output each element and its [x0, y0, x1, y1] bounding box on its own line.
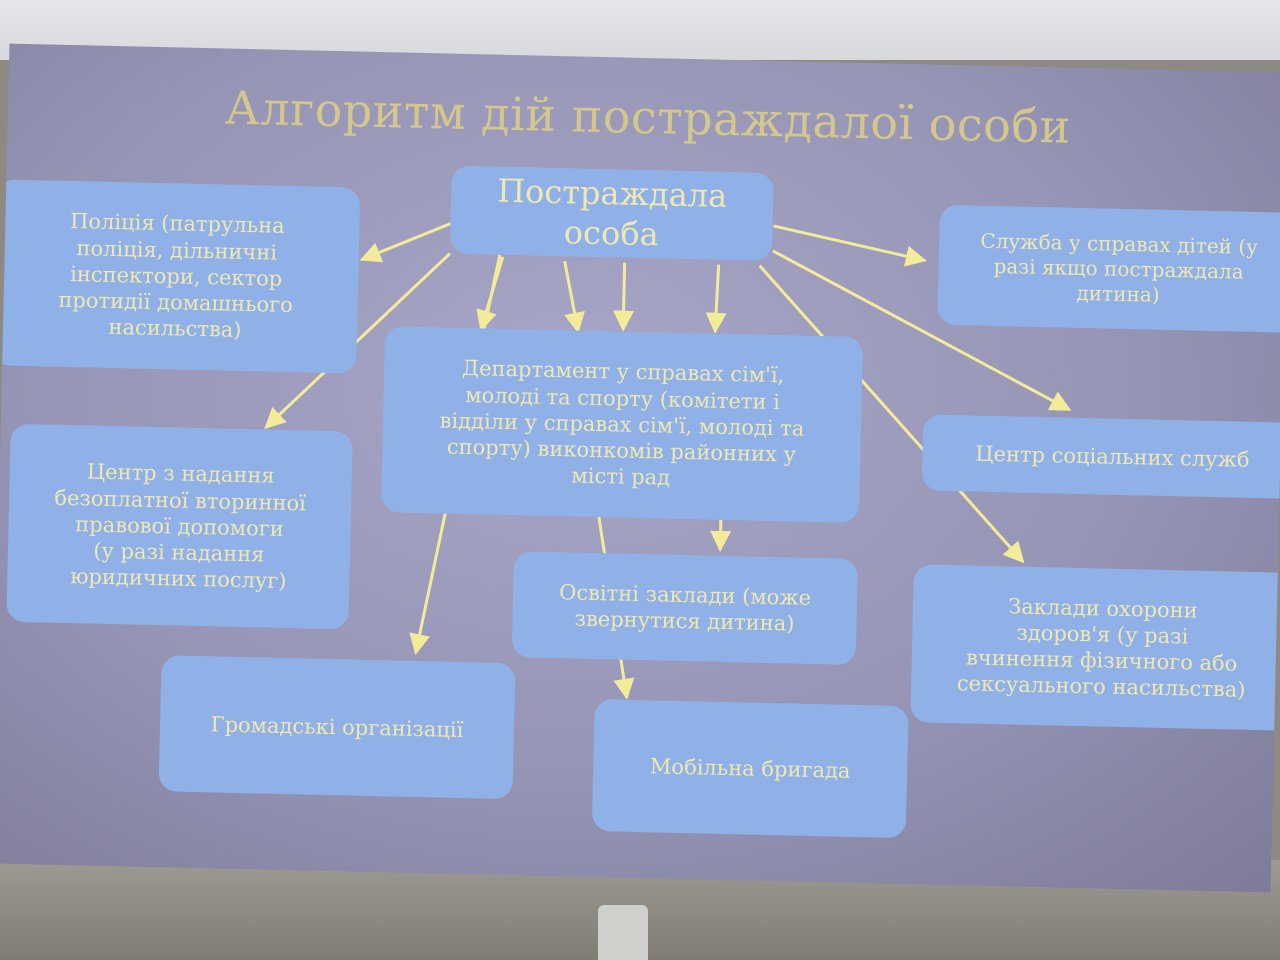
police-label: Поліція (патрульна поліція, дільничні ін…	[58, 209, 294, 343]
child-service-box: Служба у справах дітей (у разі якщо пост…	[937, 204, 1280, 333]
arrow-to-department-4	[705, 264, 727, 334]
education-label: Освітні заклади (може звернутися дитина)	[558, 579, 812, 636]
arrow-to-department-3	[613, 262, 635, 332]
health-box: Заклади охорони здоров'я (у разі вчиненн…	[910, 564, 1280, 731]
projected-slide: Алгоритм дій постраждалої особи Постражд…	[0, 43, 1280, 893]
victim-box: Постраждала особа	[449, 165, 774, 261]
legal-aid-label: Центр з надання безоплатної вторинної пр…	[54, 459, 307, 594]
police-box: Поліція (патрульна поліція, дільничні ін…	[0, 179, 361, 374]
education-box: Освітні заклади (може звернутися дитина)	[511, 551, 858, 665]
victim-label: Постраждала особа	[496, 171, 728, 254]
ngo-label: Громадські організації	[210, 712, 464, 742]
mobile-team-label: Мобільна бригада	[649, 754, 851, 783]
social-center-label: Центр соціальних служб	[974, 441, 1250, 472]
department-box: Департамент у справах сім'ї, молоді та с…	[380, 326, 864, 523]
health-label: Заклади охорони здоров'я (у разі вчиненн…	[956, 593, 1246, 703]
projector-mount	[598, 905, 648, 960]
mobile-team-box: Мобільна бригада	[591, 699, 909, 839]
arrow-to-department-2	[563, 260, 585, 334]
department-label: Департамент у справах сім'ї, молоді та с…	[439, 356, 805, 491]
arrow-to-health	[758, 264, 1025, 564]
ngo-box: Громадські організації	[158, 655, 516, 800]
arrow-to-department-1	[476, 256, 505, 332]
arrow-to-social-center	[772, 249, 1072, 412]
arrow-to-police	[359, 222, 452, 263]
arrow-to-child-service	[773, 224, 927, 267]
legal-aid-box: Центр з надання безоплатної вторинної пр…	[6, 423, 353, 630]
social-center-box: Центр соціальних служб	[921, 414, 1280, 500]
child-service-label: Служба у справах дітей (у разі якщо пост…	[980, 228, 1259, 307]
arrow-dept-to-education	[710, 519, 732, 552]
arrow-to-legal-aid	[264, 252, 451, 429]
